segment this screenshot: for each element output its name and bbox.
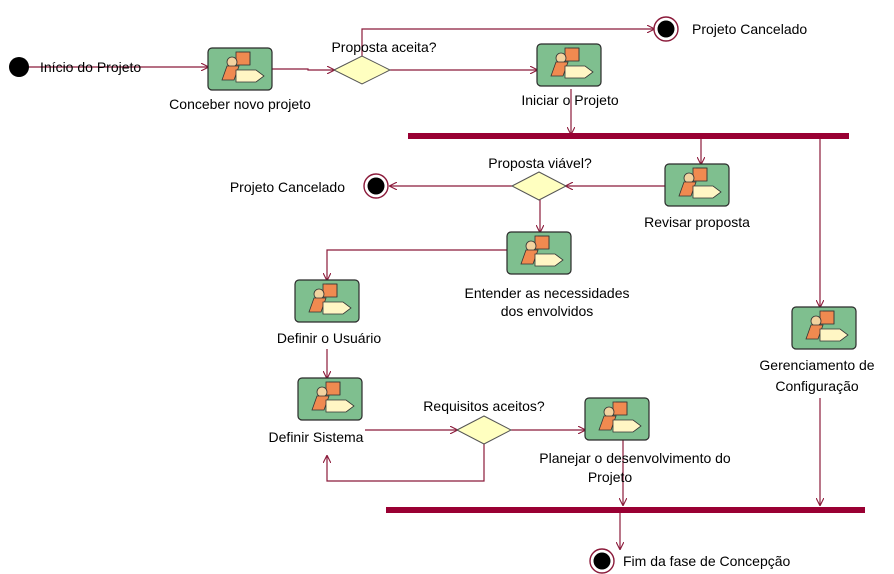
final-state-dot-icon [367,177,385,195]
decision-diamond-icon [510,171,568,201]
activity-label: Revisar proposta [644,214,750,230]
activity-icon [584,397,650,441]
flow-conceber-decision1 [272,69,334,70]
decision-label: Proposta aceita? [331,39,436,55]
initial-state-icon [9,57,29,77]
end-label: Projeto Cancelado [230,179,345,195]
activity-label: Definir o Usuário [277,330,381,346]
activity-label-line2: Projeto [588,469,633,485]
end-node-cancel-top: Projeto Cancelado [653,16,807,42]
flow-decision1-cancel [361,29,654,56]
activity-iniciar[interactable]: Iniciar o Projeto [521,43,619,108]
final-state-dot-icon [657,20,675,38]
activity-icon [536,43,602,87]
activity-entender[interactable]: Entender as necessidades dos envolvidos [465,231,630,319]
decision-diamond-icon [455,415,513,445]
activity-label-line2: dos envolvidos [501,303,594,319]
activity-label-line2: Configuração [775,378,858,394]
end-node-cancel-mid: Projeto Cancelado [230,173,389,199]
activity-label-line1: Entender as necessidades [465,285,630,301]
activity-icon [664,163,730,207]
activity-label: Conceber novo projeto [169,96,311,112]
decision-diamond-icon [332,55,392,85]
activity-label-line1: Planejar o desenvolvimento do [539,450,731,466]
activity-definir-sistema[interactable]: Definir Sistema [269,377,364,445]
activity-conceber[interactable]: Conceber novo projeto [169,47,311,112]
decision-label: Requisitos aceitos? [423,398,545,414]
activity-icon [294,279,360,323]
activity-label: Definir Sistema [269,429,364,445]
flow-decision3-loop [327,444,485,482]
final-state-dot-icon [593,552,611,570]
join-bar [386,507,865,513]
decision-requisitos-aceitos: Requisitos aceitos? [423,398,545,445]
flow-entender-definir-usuario [327,249,507,280]
activity-icon [506,231,572,275]
activity-label-line1: Gerenciamento de [759,357,874,373]
activity-gerenciamento[interactable]: Gerenciamento de Configuração [759,306,875,394]
end-node-final: Fim da fase de Concepção [589,548,791,574]
decision-label: Proposta viável? [488,155,592,171]
decision-proposta-aceita: Proposta aceita? [331,39,437,85]
activity-definir-usuario[interactable]: Definir o Usuário [277,279,381,346]
start-label: Início do Projeto [40,59,141,75]
activity-label: Iniciar o Projeto [521,92,618,108]
decision-proposta-viavel: Proposta viável? [488,155,592,201]
activity-icon [297,377,363,421]
end-label: Projeto Cancelado [692,21,807,37]
activity-icon [791,306,857,350]
flows [14,29,820,549]
end-label: Fim da fase de Concepção [623,553,791,569]
activity-planejar[interactable]: Planejar o desenvolvimento do Projeto [539,397,731,485]
activity-icon [207,47,273,91]
start-node: Início do Projeto [9,57,141,77]
fork-bar [408,133,849,139]
activity-revisar[interactable]: Revisar proposta [644,163,750,230]
